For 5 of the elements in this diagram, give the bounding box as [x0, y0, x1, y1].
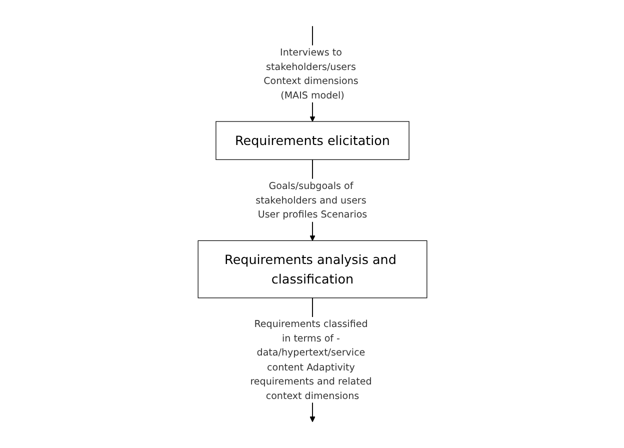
- node-box: Requirements analysis and classification: [197, 240, 427, 298]
- node-box: Requirements elicitation: [215, 121, 409, 160]
- edge-label: Goals/subgoals of stakeholders and users User profiles Scenarios: [255, 180, 367, 220]
- edge-label: Interviews to stakeholders/users Context dimensions (MAIS model): [263, 46, 358, 101]
- edge-label: Requirements classified in terms of - data/hypertext/service content Adaptivity requirements and related context dimensions: [250, 318, 372, 402]
